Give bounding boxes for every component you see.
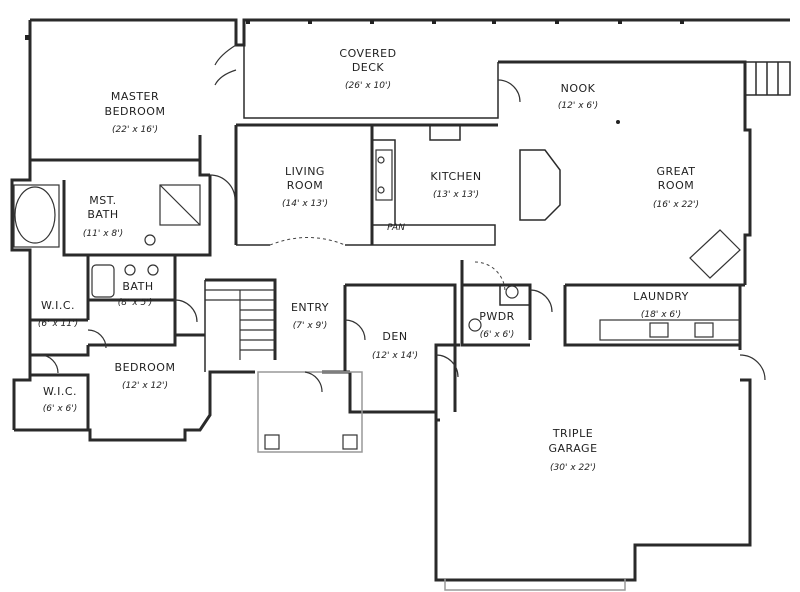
laundry-dim: (18' x 6') (641, 310, 681, 320)
triple-garage-label-2: GARAGE (548, 442, 597, 455)
covered-deck-label: COVERED (339, 47, 396, 60)
living-room-dim: (14' x 13') (282, 199, 328, 209)
nook-dim: (12' x 6') (558, 101, 598, 111)
nook-label: NOOK (561, 82, 596, 95)
interior-stairs (205, 289, 275, 360)
den-dim: (12' x 14') (372, 351, 418, 361)
great-room-label-2: ROOM (658, 179, 694, 192)
wic-dim: (6' x 11') (38, 319, 78, 329)
bath-label: BATH (122, 280, 153, 293)
wic-2-dim: (6' x 6') (43, 404, 77, 414)
pwdr-label: PWDR (479, 310, 515, 323)
living-arch (269, 237, 346, 246)
covered-deck-dim: (26' x 10') (345, 81, 391, 91)
mst-bath-label: MST. (89, 194, 116, 207)
exterior-posts (25, 20, 684, 453)
pwdr-dim: (6' x 6') (480, 330, 514, 340)
laundry-label: LAUNDRY (633, 290, 689, 303)
pan-label: PAN (387, 223, 405, 233)
room-labels: COVERED DECK (26' x 10') MASTER BEDROOM … (38, 47, 699, 473)
bedroom-dim: (12' x 12') (122, 381, 168, 391)
bedroom-label: BEDROOM (115, 361, 176, 374)
deck-stairs (745, 61, 791, 96)
great-room-label: GREAT (656, 165, 695, 178)
master-bedroom-label-2: BEDROOM (105, 105, 166, 118)
bath-dim: (8' x 5') (118, 298, 152, 308)
master-bedroom-dim: (22' x 16') (112, 125, 158, 135)
kitchen-dim: (13' x 13') (433, 190, 479, 200)
great-room-dim: (16' x 22') (653, 200, 699, 210)
triple-garage-dim: (30' x 22') (550, 463, 596, 473)
triple-garage-label: TRIPLE (552, 427, 593, 440)
kitchen-label: KITCHEN (430, 170, 481, 183)
master-bedroom-label: MASTER (111, 90, 159, 103)
door-swings (39, 44, 766, 393)
fixtures (13, 120, 741, 591)
interior-walls (30, 45, 745, 430)
living-room-label: LIVING (285, 165, 325, 178)
entry-label: ENTRY (291, 301, 329, 314)
mst-bath-dim: (11' x 8') (83, 229, 123, 239)
wic-label: W.I.C. (41, 299, 75, 312)
den-label: DEN (382, 330, 407, 343)
mst-bath-label-2: BATH (87, 208, 118, 221)
entry-dim: (7' x 9') (293, 321, 327, 331)
covered-deck-label-2: DECK (352, 61, 385, 74)
living-room-label-2: ROOM (287, 179, 323, 192)
wic-2-label: W.I.C. (43, 385, 77, 398)
